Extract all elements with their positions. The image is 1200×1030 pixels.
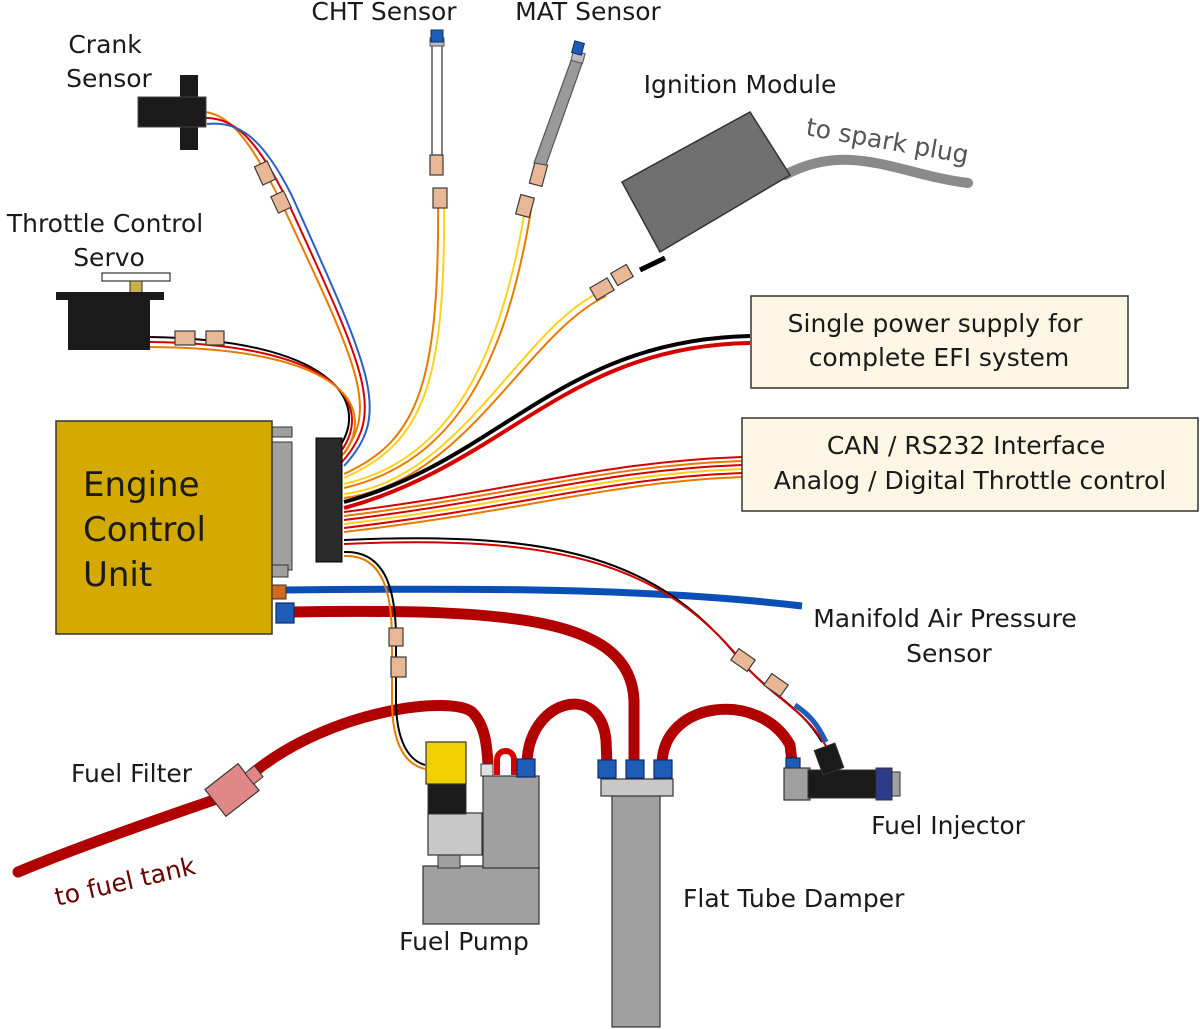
label-fuel-filter: Fuel Filter xyxy=(71,759,193,788)
wire-harness xyxy=(149,111,829,770)
connector xyxy=(390,656,407,678)
label-mat-sensor: MAT Sensor xyxy=(515,0,661,26)
label-cht-sensor: CHT Sensor xyxy=(311,0,457,26)
label-fuel-injector: Fuel Injector xyxy=(871,811,1026,840)
connector xyxy=(609,263,635,287)
connector xyxy=(253,160,277,186)
wire-mat-sensor xyxy=(343,209,532,489)
connector xyxy=(729,647,757,673)
connector xyxy=(514,193,536,219)
mat-sensor xyxy=(533,40,586,166)
fuel-line-filter-to-pump xyxy=(247,700,494,779)
label-throttle-servo: Throttle Control Servo xyxy=(6,209,211,272)
connector xyxy=(270,190,292,214)
connector xyxy=(762,672,790,698)
fuel-lines xyxy=(12,605,798,878)
interface-box xyxy=(741,417,1199,512)
label-ecu: Engine Control Unit xyxy=(83,465,217,595)
label-map-sensor: Manifold Air Pressure Sensor xyxy=(813,604,1085,668)
label-fuel-pump: Fuel Pump xyxy=(399,927,529,956)
fuel-injector xyxy=(783,742,901,801)
engine-control-unit xyxy=(55,420,343,635)
fuel-filter xyxy=(204,762,264,818)
map-sensor-tube xyxy=(284,585,803,610)
fuel-pump xyxy=(422,741,540,925)
flat-tube-damper xyxy=(597,759,674,1028)
wire-connectors xyxy=(174,154,790,698)
connector xyxy=(429,154,444,176)
wire-cht-sensor xyxy=(343,189,446,479)
fuel-line-tank xyxy=(12,789,234,878)
ignition-module xyxy=(620,111,792,273)
fuel-line-pump-to-damper xyxy=(521,698,613,771)
power-supply-box xyxy=(750,295,1129,389)
wire-interface-bundle xyxy=(343,456,743,533)
connector xyxy=(589,277,615,301)
label-power-supply: Single power supply for complete EFI sys… xyxy=(788,309,1091,372)
label-to-fuel-tank: to fuel tank xyxy=(52,851,199,912)
connector xyxy=(205,330,225,346)
cht-sensor xyxy=(429,29,445,156)
wire-crank-sensor xyxy=(204,111,371,467)
connector xyxy=(388,627,404,647)
fuel-line-ecu-to-damper xyxy=(286,605,640,771)
wire-fuel-injector xyxy=(343,537,829,747)
label-crank-sensor: Crank Sensor xyxy=(66,30,152,93)
connector xyxy=(528,161,549,188)
spark-plug-lead xyxy=(780,154,973,188)
label-ignition-module: Ignition Module xyxy=(644,70,837,99)
fuel-line-damper-to-injector xyxy=(656,703,798,771)
wire-power-supply xyxy=(343,334,751,510)
label-interface: CAN / RS232 Interface Analog / Digital T… xyxy=(774,431,1166,495)
throttle-servo xyxy=(56,272,171,350)
connector xyxy=(174,330,196,346)
connector xyxy=(432,187,448,209)
label-flat-tube-damper: Flat Tube Damper xyxy=(683,884,905,913)
wire-fuel-pump xyxy=(343,550,426,770)
crank-sensor xyxy=(137,75,207,150)
